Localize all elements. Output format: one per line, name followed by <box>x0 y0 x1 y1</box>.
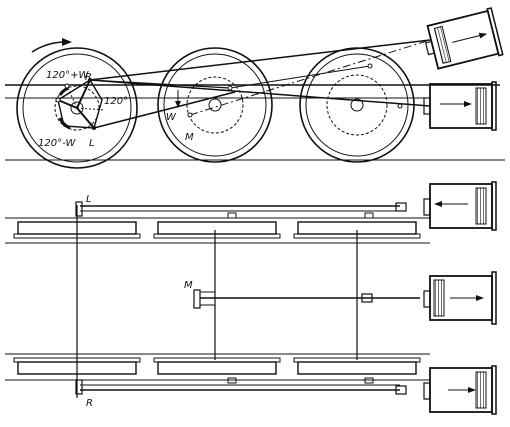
connecting-rod-r <box>89 39 431 81</box>
plan-cylinder-r <box>423 365 497 415</box>
label-m-plan: M <box>184 280 193 291</box>
middle-rod <box>189 39 431 116</box>
crosshead-rod <box>229 65 371 89</box>
inclined-cylinder <box>424 7 504 70</box>
side-elevation: R 120°+W 120° 120°-W L W M <box>5 7 505 169</box>
label-l-top: L <box>89 138 95 149</box>
label-m-mid: M <box>185 132 194 143</box>
label-w-mid: W <box>166 112 177 123</box>
rear-rod <box>89 79 431 107</box>
crank-arrangement <box>55 78 106 130</box>
plan-wheels-lower <box>13 357 421 375</box>
rod-assembly-l <box>75 201 407 219</box>
plan-wheels-upper <box>13 221 421 239</box>
rod-assembly-m <box>193 289 420 309</box>
label-l-plan: L <box>86 194 92 205</box>
plan-view: L M R <box>5 181 497 415</box>
side-cylinder <box>423 81 497 131</box>
label-r-top: R <box>85 72 92 83</box>
plan-cylinder-m <box>423 271 497 325</box>
driving-wheel-3 <box>299 47 415 163</box>
label-120-w-lower: 120°-W <box>38 138 77 149</box>
label-r-plan: R <box>86 398 93 409</box>
side-rod-lower <box>93 91 236 129</box>
plan-cylinder-l <box>423 181 497 231</box>
label-120-right: 120° <box>104 96 128 107</box>
rod-assembly-r <box>75 377 407 395</box>
label-120-w-upper: 120°+W <box>46 70 89 81</box>
